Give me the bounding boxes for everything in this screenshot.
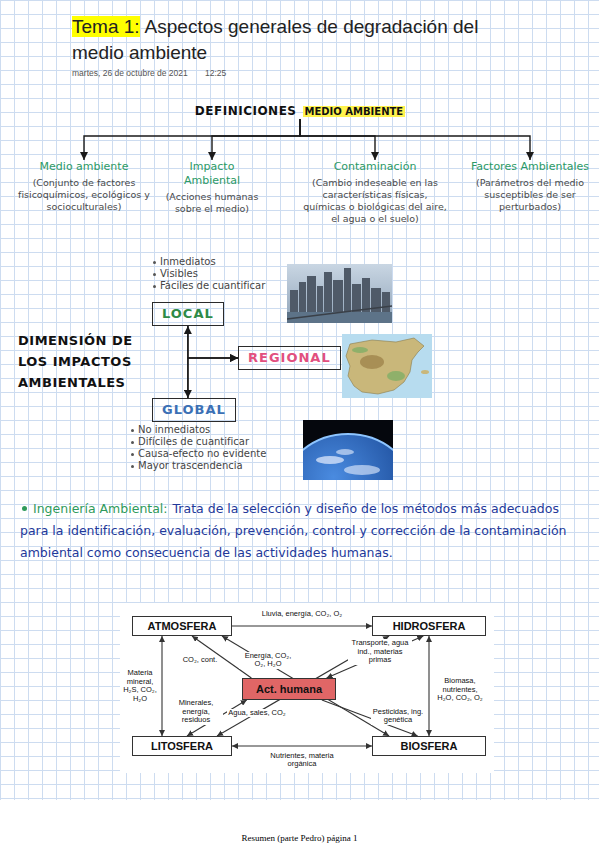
scale-box: GLOBAL <box>152 398 236 422</box>
tree-connector <box>300 119 530 160</box>
definition-node: Factores Ambientales (Parámetros del medi… <box>470 160 590 213</box>
sphere-box: LITOSFERA <box>132 736 232 756</box>
root-heading: DEFINICIONES MEDIO AMBIENTE <box>195 100 405 119</box>
bullet-dot <box>22 506 27 511</box>
flow-arrow <box>232 745 372 746</box>
scale-name: REGIONAL <box>248 350 331 366</box>
flow-arrow <box>327 636 424 678</box>
edge-label: Nutrientes, materia orgánica <box>261 752 343 769</box>
section-heading: DIMENSIÓN DE LOS IMPACTOS AMBIENTALES <box>18 330 154 393</box>
tree-connector <box>84 119 300 160</box>
definition-node: Impacto Ambiental (Acciones humanas sobre… <box>162 160 262 215</box>
edge-label: Materia mineral, H₂S, CO₂, H₂O <box>120 669 160 703</box>
edge-label: Energía, CO₂, O₂, H₂O <box>239 652 297 669</box>
time-stamp: 12:25 <box>205 68 226 78</box>
bullet-dot <box>131 441 134 444</box>
definition-text: (Parámetros del medio susceptibles de se… <box>470 177 590 213</box>
edge-label: Lluvia, energía, CO₂, O₂ <box>261 610 343 619</box>
bullet-item: Causa-efecto no evidente <box>138 448 266 460</box>
term-heading: Impacto Ambiental <box>162 160 262 188</box>
bullet-item: Fáciles de cuantificar <box>160 280 265 292</box>
definition-text: (Cambio indeseable en las característica… <box>300 177 450 225</box>
scale-box: REGIONAL <box>238 346 341 370</box>
city-photo <box>287 264 392 323</box>
sphere-box: HIDROSFERA <box>372 616 486 636</box>
bullet-item: Visibles <box>160 268 198 280</box>
scale-name: GLOBAL <box>162 402 226 418</box>
sphere-name: LITOSFERA <box>151 740 213 752</box>
sphere-name: BIOSFERA <box>401 740 458 752</box>
tree-connector <box>188 358 238 398</box>
sphere-name: HIDROSFERA <box>393 620 466 632</box>
edge-label: Transporte, agua ind., materias primas <box>348 639 412 665</box>
term-heading: Factores Ambientales <box>470 160 590 174</box>
edge-label: Biomasa, nutrientes, H₂O, CO₂, O₂ <box>435 677 485 703</box>
scale-box: LOCAL <box>152 302 224 326</box>
bullet-dot <box>153 261 156 264</box>
flow-arrow <box>232 625 372 626</box>
flow-arrow <box>161 636 162 736</box>
edge-label: Minerales, energía, residuos <box>169 699 223 725</box>
term-heading: Contaminación <box>300 160 450 174</box>
date-stamp: martes, 26 de octubre de 2021 <box>72 68 188 78</box>
bullet-dot <box>153 273 156 276</box>
edge-label: CO₂, cont. <box>182 656 219 665</box>
title-highlight: Tema 1: <box>72 16 140 37</box>
title-block: Tema 1:Aspectos generales de degradación… <box>72 14 512 66</box>
flow-arrow <box>428 636 429 736</box>
edge-label: Pesticidas, ing. genética <box>371 708 425 725</box>
heading-word: DEFINICIONES <box>195 104 297 118</box>
bullet-dot <box>153 285 156 288</box>
definition-text: (Acciones humanas sobre el medio) <box>162 191 262 215</box>
definition-paragraph: Ingeniería Ambiental:Trata de la selecci… <box>20 498 585 564</box>
term-heading: Medio ambiente <box>18 160 150 174</box>
figure-ground <box>120 603 494 773</box>
bullet-dot <box>131 465 134 468</box>
sphere-box: ATMOSFERA <box>132 616 232 636</box>
bullet-dot <box>131 429 134 432</box>
bullet-item: Difíciles de cuantificar <box>138 436 249 448</box>
bullet-dot <box>131 453 134 456</box>
bullet-item: Inmediatos <box>160 256 216 268</box>
definition-node: Medio ambiente (Conjunto de factores fisi… <box>18 160 150 213</box>
definition-node: Contaminación (Cambio indeseable en las c… <box>300 160 450 225</box>
bullet-item: No inmediatos <box>138 424 210 436</box>
highlighted-heading: MEDIO AMBIENTE <box>303 106 406 117</box>
sphere-name: ATMOSFERA <box>148 620 217 632</box>
spain-map <box>342 334 432 398</box>
scale-name: LOCAL <box>162 306 214 322</box>
human-activity-box: Act. humana <box>242 678 336 700</box>
bullet-item: Mayor trascendencia <box>138 460 243 472</box>
term-heading: Ingeniería Ambiental: <box>33 501 168 516</box>
tree-connector <box>300 119 375 160</box>
tree-connector <box>212 119 300 160</box>
sphere-name: Act. humana <box>256 683 322 695</box>
definition-text: (Conjunto de factores fisicoquímicos, ec… <box>18 177 150 213</box>
sphere-box: BIOSFERA <box>372 736 486 756</box>
edge-label: Agua, sales, CO₂ <box>227 709 287 718</box>
tree-connector <box>188 326 238 358</box>
page-footer: Resumen (parte Pedro) página 1 <box>0 833 599 843</box>
